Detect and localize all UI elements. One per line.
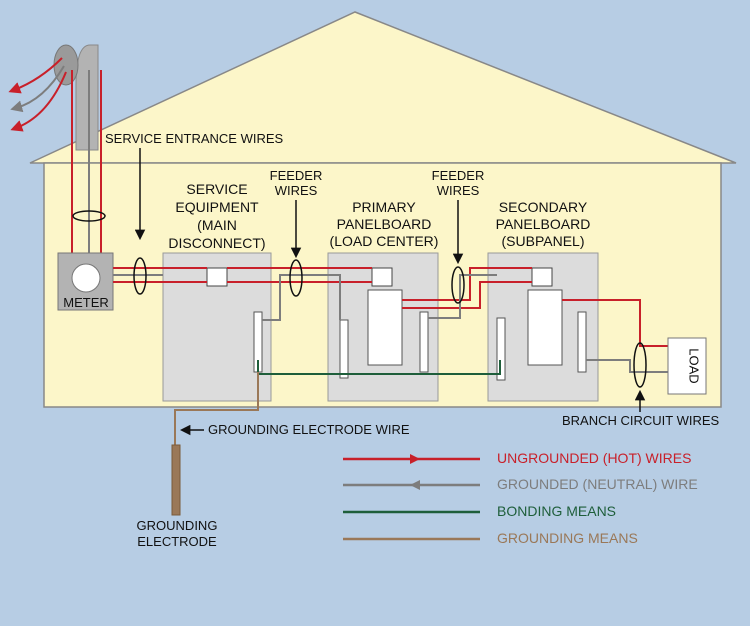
service-equipment-label-1: SERVICE xyxy=(186,181,247,197)
primary-breakers xyxy=(367,289,403,366)
secondary-panelboard-label-3: (SUBPANEL) xyxy=(502,233,585,249)
legend: UNGROUNDED (HOT) WIRES GROUNDED (NEUTRAL… xyxy=(343,450,698,546)
feeder-wires-2-label-2: WIRES xyxy=(437,183,480,198)
feeder-wires-1-label-2: WIRES xyxy=(275,183,318,198)
branch-circuit-wires-label: BRANCH CIRCUIT WIRES xyxy=(562,413,720,428)
grounding-electrode-label-1: GROUNDING xyxy=(137,518,218,533)
grounding-rod xyxy=(171,444,181,516)
legend-hot-label: UNGROUNDED (HOT) WIRES xyxy=(497,450,691,466)
grounding-electrode-wire-label: GROUNDING ELECTRODE WIRE xyxy=(208,422,410,437)
feeder-wires-2-label-1: FEEDER xyxy=(432,168,485,183)
legend-neutral-label: GROUNDED (NEUTRAL) WIRE xyxy=(497,476,698,492)
load-box xyxy=(667,337,707,395)
primary-panelboard-label-2: PANELBOARD xyxy=(337,216,432,232)
primary-panelboard-label-3: (LOAD CENTER) xyxy=(330,233,439,249)
service-equipment-label-4: DISCONNECT) xyxy=(168,235,265,251)
grounding-electrode-label-2: ELECTRODE xyxy=(137,534,217,549)
meter-label: METER xyxy=(63,295,109,310)
primary-panelboard-label-1: PRIMARY xyxy=(352,199,416,215)
weatherhead-cap xyxy=(53,44,79,86)
service-equipment-label-3: (MAIN xyxy=(197,217,237,233)
service-entrance-wires-label: SERVICE ENTRANCE WIRES xyxy=(105,131,284,146)
secondary-panelboard-label-1: SECONDARY xyxy=(499,199,588,215)
meter-dial xyxy=(71,263,101,293)
secondary-panelboard-label-2: PANELBOARD xyxy=(496,216,591,232)
feeder-wires-1-label-1: FEEDER xyxy=(270,168,323,183)
legend-grounding-label: GROUNDING MEANS xyxy=(497,530,638,546)
load-label: LOAD xyxy=(687,348,702,383)
legend-bonding-label: BONDING MEANS xyxy=(497,503,616,519)
service-equipment-label-2: EQUIPMENT xyxy=(175,199,259,215)
secondary-breakers xyxy=(527,289,563,366)
service-mast xyxy=(75,44,99,151)
